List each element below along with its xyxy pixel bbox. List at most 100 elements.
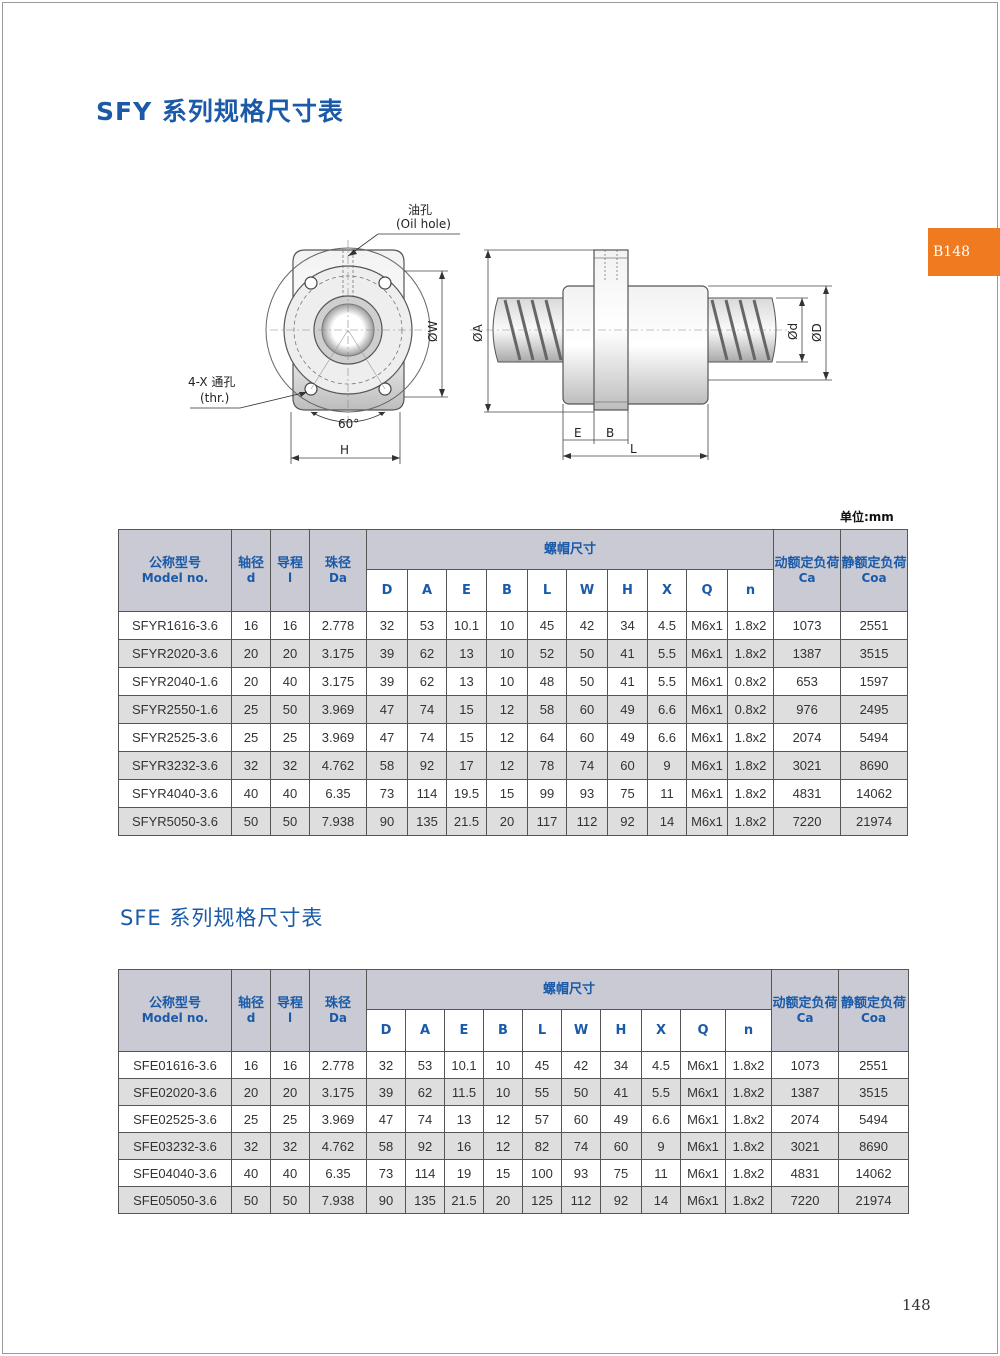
table-cell: 10.1	[444, 1051, 484, 1079]
table-cell: 5494	[838, 1105, 910, 1133]
table-cell: 47	[366, 723, 408, 752]
dim-d-label: Ød	[786, 323, 800, 340]
table-cell: 49	[607, 695, 648, 724]
table-cell: 20	[483, 1186, 523, 1214]
table-cell: 7.938	[309, 1186, 367, 1214]
model-cell: SFYR2040-1.6	[118, 667, 232, 696]
table-cell: 55	[522, 1078, 562, 1106]
model-cell: SFYR5050-3.6	[118, 807, 232, 836]
table-cell: 1.8x2	[726, 611, 775, 640]
table-cell: 11.5	[444, 1078, 484, 1106]
table-cell: 1.8x2	[726, 779, 775, 808]
table-cell: 2.778	[309, 611, 367, 640]
table-cell: 93	[566, 779, 608, 808]
table-cell: 1.8x2	[724, 1186, 773, 1214]
table-cell: 2551	[838, 1051, 910, 1079]
table-cell: 135	[405, 1186, 445, 1214]
table-cell: 64	[527, 723, 567, 752]
unit-label: 单位:mm	[840, 510, 894, 524]
table-cell: 92	[405, 1132, 445, 1160]
model-cell: SFYR2020-3.6	[118, 639, 232, 668]
table-cell: 7.938	[309, 807, 367, 836]
table-cell: 60	[561, 1105, 601, 1133]
model-cell: SFYR4040-3.6	[118, 779, 232, 808]
table-cell: 60	[600, 1132, 642, 1160]
table-cell: 58	[527, 695, 567, 724]
table-cell: 32	[270, 1132, 310, 1160]
col-a: A	[407, 569, 447, 612]
col-n: n	[726, 569, 775, 612]
table-cell: 4831	[773, 779, 842, 808]
table-cell: 6.35	[309, 779, 367, 808]
table-cell: 41	[607, 639, 648, 668]
table-cell: 2074	[773, 723, 842, 752]
table-cell: M6x1	[686, 751, 728, 780]
col-l: L	[522, 1009, 562, 1052]
table-cell: 125	[522, 1186, 562, 1214]
table-cell: M6x1	[686, 611, 728, 640]
table-cell: 17	[446, 751, 487, 780]
table-cell: 1387	[773, 639, 842, 668]
table-cell: 3.969	[309, 723, 367, 752]
dim-b-label: B	[606, 426, 614, 440]
technical-drawing: 60° ØW H 油孔 (Oil hole) 4-X 通孔 (thr.)	[188, 203, 832, 464]
table-cell: 39	[366, 639, 408, 668]
col-q: Q	[686, 569, 728, 612]
table-cell: 25	[270, 1105, 310, 1133]
table-cell: M6x1	[680, 1051, 726, 1079]
table-cell: 1597	[840, 667, 909, 696]
table-cell: 11	[641, 1159, 681, 1187]
table-cell: 74	[561, 1132, 601, 1160]
table-cell: M6x1	[686, 807, 728, 836]
col-e: E	[444, 1009, 484, 1052]
table-cell: 4.5	[641, 1051, 681, 1079]
table-cell: 16	[444, 1132, 484, 1160]
table-cell: 10.1	[446, 611, 487, 640]
table-cell: 32	[270, 751, 310, 780]
table-cell: 92	[407, 751, 447, 780]
table-cell: 11	[647, 779, 687, 808]
table-cell: 75	[600, 1159, 642, 1187]
table-cell: 1.8x2	[726, 639, 775, 668]
table-cell: 976	[773, 695, 842, 724]
table-cell: 21974	[838, 1186, 910, 1214]
table-cell: M6x1	[680, 1078, 726, 1106]
model-cell: SFE02020-3.6	[118, 1078, 232, 1106]
table-cell: 39	[366, 1078, 406, 1106]
table-cell: 2495	[840, 695, 909, 724]
table-cell: 135	[407, 807, 447, 836]
col-h: H	[600, 1009, 642, 1052]
model-cell: SFYR1616-3.6	[118, 611, 232, 640]
table-cell: 6.6	[641, 1105, 681, 1133]
table-cell: M6x1	[686, 667, 728, 696]
table-cell: 19.5	[446, 779, 487, 808]
table-cell: 4.5	[647, 611, 687, 640]
dim-w-label: ØW	[426, 321, 440, 342]
col-w: W	[561, 1009, 601, 1052]
table-cell: 4.762	[309, 751, 367, 780]
table-cell: 10	[483, 1078, 523, 1106]
table-cell: 48	[527, 667, 567, 696]
table-cell: 62	[407, 639, 447, 668]
col-a: A	[405, 1009, 445, 1052]
col-n: n	[724, 1009, 773, 1052]
dim-l-label: L	[630, 442, 637, 456]
table-cell: 99	[527, 779, 567, 808]
table-cell: 114	[405, 1159, 445, 1187]
table-cell: 34	[600, 1051, 642, 1079]
table-cell: 25	[270, 723, 310, 752]
